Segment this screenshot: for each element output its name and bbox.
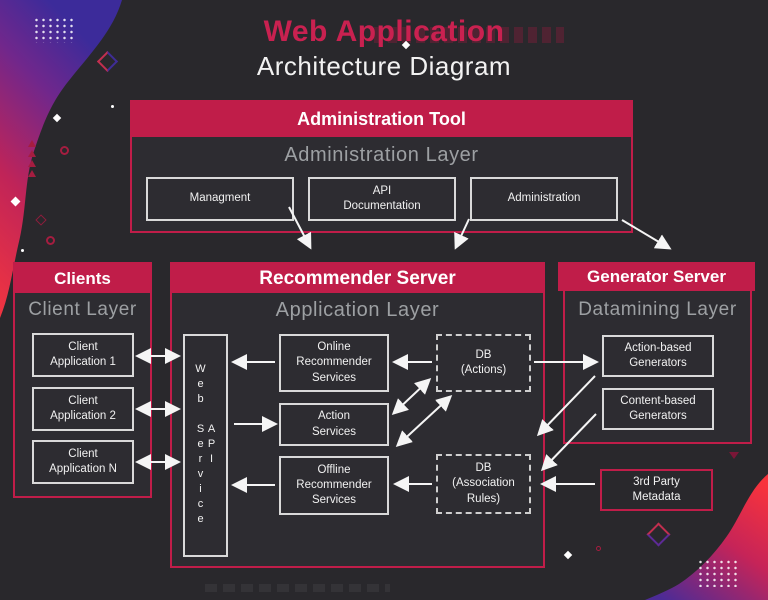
page-subtitle: Architecture Diagram [256,51,512,81]
decor-circle [60,146,69,155]
generator-server-header-label: Generator Server [587,266,726,286]
datamining-layer-label: Datamining Layer [578,299,737,320]
decor-triangle-down [729,452,739,459]
administration-tool-header: Administration Tool [132,102,631,137]
node-third-party-metadata: 3rd Party Metadata [600,469,713,511]
node-web-service-api: Web Service API [183,334,228,557]
page-title: Web Application [263,15,505,48]
decor-triangle [28,140,36,147]
node-administration: Administration [470,177,618,221]
recommender-server-header: Recommender Server [172,264,543,293]
clients-panel: Clients Client Layer [13,262,152,498]
clients-header: Clients [15,264,150,293]
administration-tool-header-label: Administration Tool [297,109,466,129]
recommender-server-header-label: Recommender Server [259,267,456,289]
decor-circle [596,546,601,551]
administration-tool-panel: Administration Tool Administration Layer [130,100,633,233]
node-online-recommender-services: Online Recommender Services [279,334,389,392]
decor-circle [46,236,55,245]
node-api-documentation: API Documentation [308,177,456,221]
node-db-actions: DB (Actions) [436,334,531,392]
decor-dot [21,249,24,252]
decor-triangle [28,150,36,157]
node-management: Managment [146,177,294,221]
recommender-server-panel: Recommender Server Application Layer [170,262,545,568]
decor-gradient-blob-top-left [0,0,122,318]
node-client-application-1: Client Application 1 [32,333,134,377]
decor-dot-grid-top-left [33,17,75,43]
web-service-api-label: Web Service API [194,363,218,528]
clients-header-label: Clients [54,268,111,288]
node-db-association-rules: DB (Association Rules) [436,454,531,514]
decor-triangle [28,170,36,177]
generator-server-header: Generator Server [558,262,755,291]
decor-triangle [28,160,36,167]
node-client-application-2: Client Application 2 [32,387,134,431]
client-layer-label: Client Layer [28,299,137,320]
node-content-based-generators: Content-based Generators [602,388,714,430]
node-action-services: Action Services [279,403,389,446]
node-client-application-n: Client Application N [32,440,134,484]
application-layer-label: Application Layer [275,299,440,321]
decor-dot-grid-bottom-right [697,559,738,587]
administration-layer-label: Administration Layer [284,144,479,166]
decor-diamond [563,550,573,560]
decor-dot [111,105,114,108]
node-offline-recommender-services: Offline Recommender Services [279,456,389,515]
decor-strip-bottom [205,584,390,592]
decor-strip-title [374,27,564,43]
node-action-based-generators: Action-based Generators [602,335,714,377]
